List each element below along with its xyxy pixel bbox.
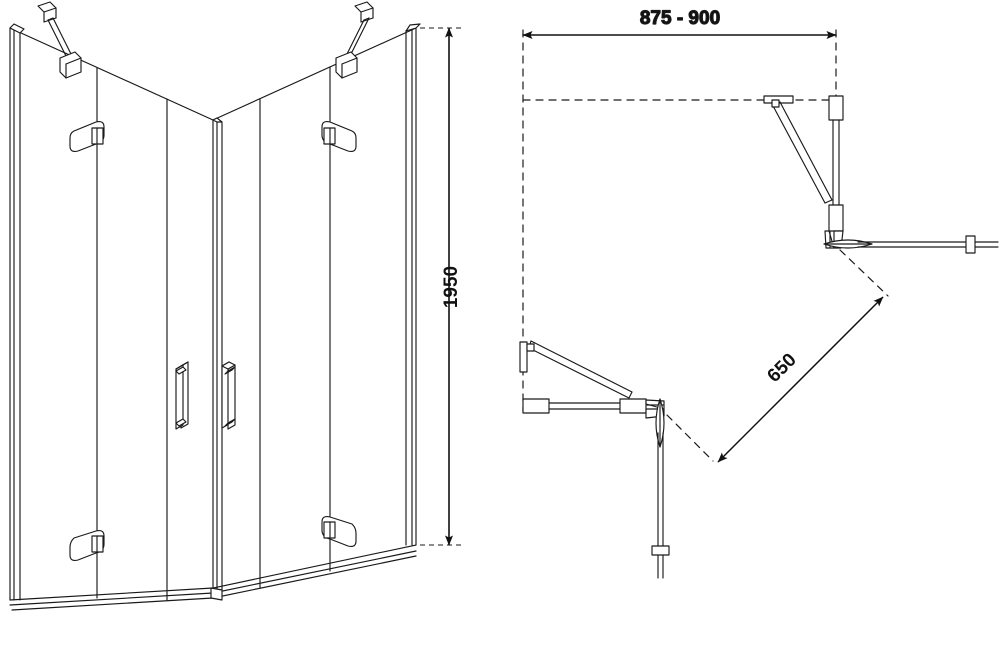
plan-stabilizer-bar-lower xyxy=(519,340,633,399)
dimension-opening-label: 650 xyxy=(763,349,800,386)
plan-hinge-lower xyxy=(645,398,665,448)
plan-upper-fixed-panel xyxy=(857,235,999,254)
corner-post xyxy=(212,117,223,591)
stabilizer-bar-right xyxy=(335,1,374,79)
door-handle-left xyxy=(175,361,189,430)
door-handle-right xyxy=(221,361,236,430)
dimension-width-875-900: 875 - 900 xyxy=(522,7,837,39)
hinge-right-lower xyxy=(321,515,357,548)
hinge-right-upper xyxy=(321,120,357,153)
plan-upper-door-leaf xyxy=(828,95,844,232)
hinge-left-upper xyxy=(69,120,105,153)
bottom-rail xyxy=(9,550,417,611)
plan-lower-door-leaf xyxy=(522,398,647,414)
hinge-left-lower xyxy=(69,529,105,562)
right-wing-glass xyxy=(212,23,421,589)
dimension-opening-650: 650 xyxy=(717,296,884,463)
plan-hinge-upper xyxy=(823,230,873,249)
stabilizer-bar-left xyxy=(37,1,82,79)
plan-upper-swing-dashed xyxy=(839,249,889,297)
plan-lower-swing-dashed xyxy=(666,414,714,462)
left-wing-glass xyxy=(9,23,214,601)
dimension-height-1950: 1950 xyxy=(420,27,462,546)
dimension-width-label: 875 - 900 xyxy=(640,8,720,29)
dimension-height-label: 1950 xyxy=(441,266,462,308)
plan-lower-fixed-panel xyxy=(651,432,670,579)
plan-stabilizer-bar-upper xyxy=(763,95,833,204)
